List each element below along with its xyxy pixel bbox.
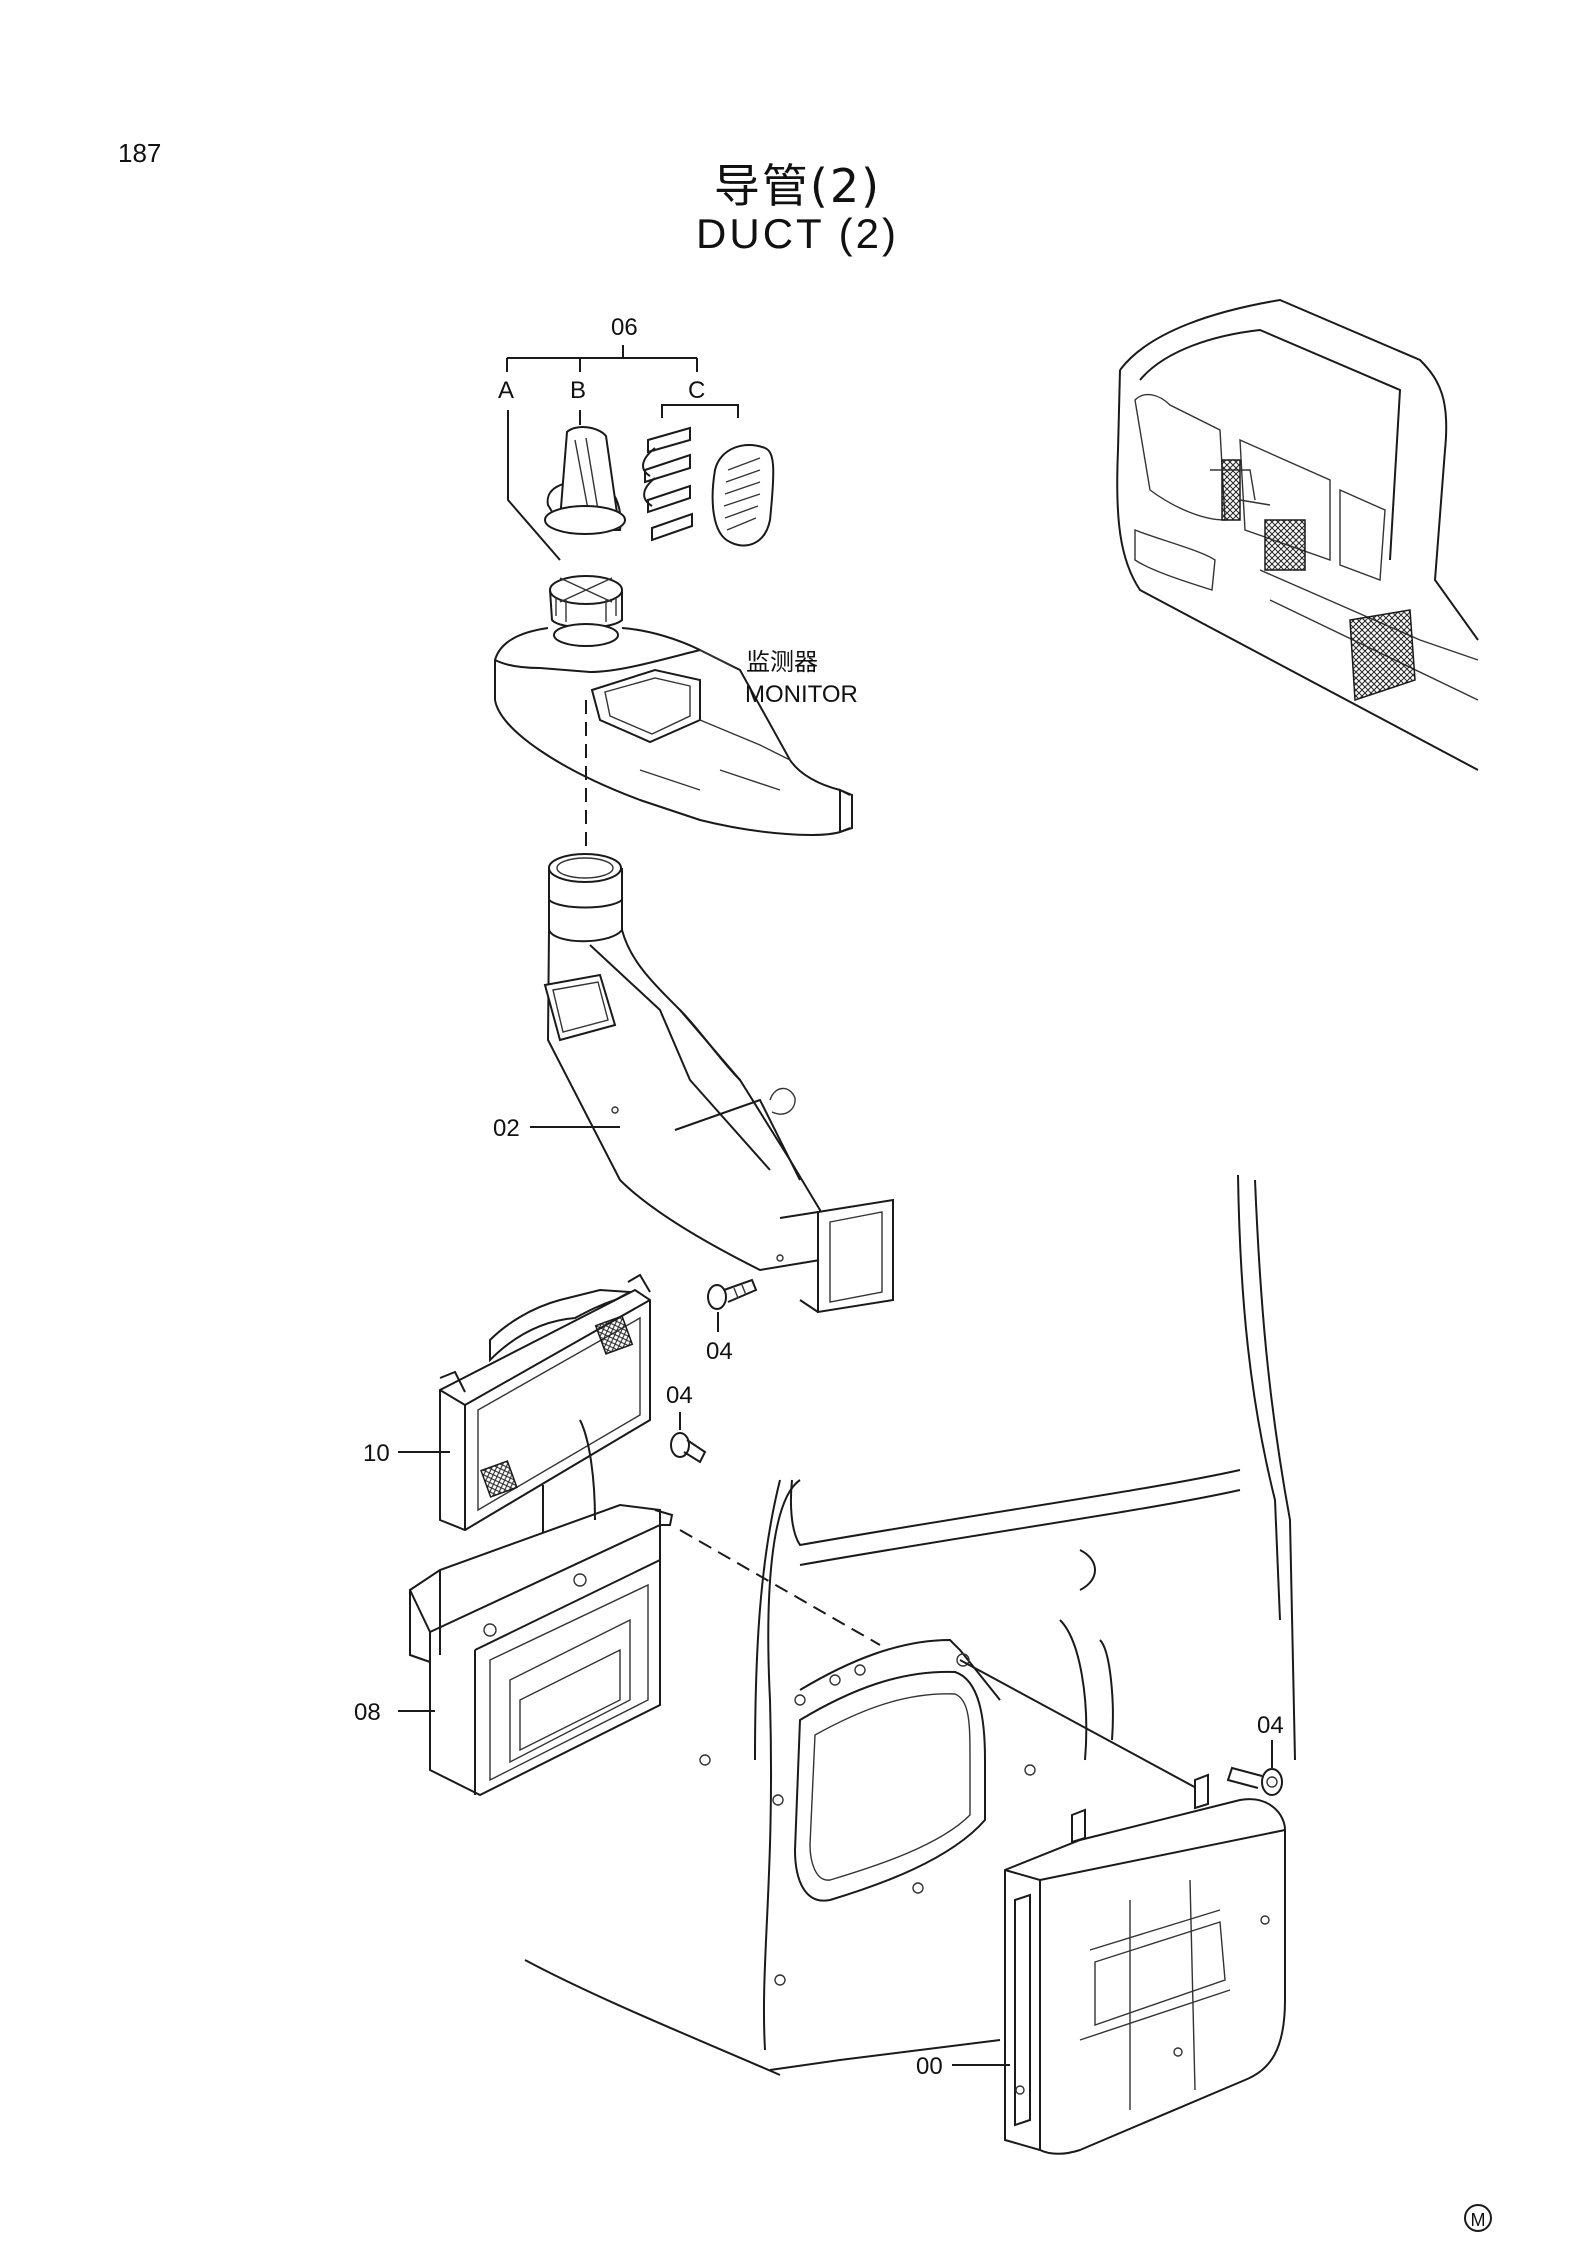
cab-rear-panel bbox=[524, 1174, 1296, 2076]
page-title-english: DUCT (2) bbox=[696, 210, 899, 257]
label-04-mid: 04 bbox=[666, 1382, 693, 1409]
page-number: 187 bbox=[118, 138, 162, 168]
label-02: 02 bbox=[493, 1115, 520, 1142]
louver-nozzle-b bbox=[544, 426, 626, 535]
alignment-line-case-cab bbox=[679, 1529, 881, 1646]
page-title-chinese: 导管(2) bbox=[713, 159, 882, 213]
label-c: C bbox=[688, 377, 705, 404]
label-b: B bbox=[570, 377, 586, 404]
filter-10 bbox=[439, 1273, 651, 1532]
label-04-right: 04 bbox=[1257, 1712, 1284, 1739]
screw-04-top bbox=[707, 1278, 758, 1310]
rear-cover-00 bbox=[1004, 1773, 1286, 2155]
monitor-label-chinese: 监测器 bbox=[746, 649, 818, 676]
duct-02 bbox=[543, 853, 894, 1314]
label-08: 08 bbox=[354, 1699, 381, 1726]
label-06: 06 bbox=[611, 314, 638, 341]
monitor-label-english: MONITOR bbox=[745, 681, 858, 708]
louver-grille-c bbox=[711, 444, 775, 547]
label-00: 00 bbox=[916, 2053, 943, 2080]
screw-04-mid bbox=[670, 1432, 707, 1464]
round-vent-a bbox=[549, 575, 623, 647]
label-04-top: 04 bbox=[706, 1338, 733, 1365]
louver-slats-c bbox=[642, 426, 693, 542]
screw-04-right bbox=[1226, 1766, 1283, 1796]
label-10: 10 bbox=[363, 1440, 390, 1467]
monitor-housing bbox=[494, 627, 853, 836]
vent-option-bracket bbox=[506, 345, 739, 561]
circled-m-letter: M bbox=[1471, 2210, 1486, 2230]
cab-location-inset bbox=[1116, 298, 1479, 771]
circled-m-mark bbox=[1464, 2204, 1492, 2232]
monitor-leader bbox=[699, 649, 736, 669]
filter-case-08 bbox=[408, 1503, 674, 1797]
label-a: A bbox=[498, 377, 514, 404]
